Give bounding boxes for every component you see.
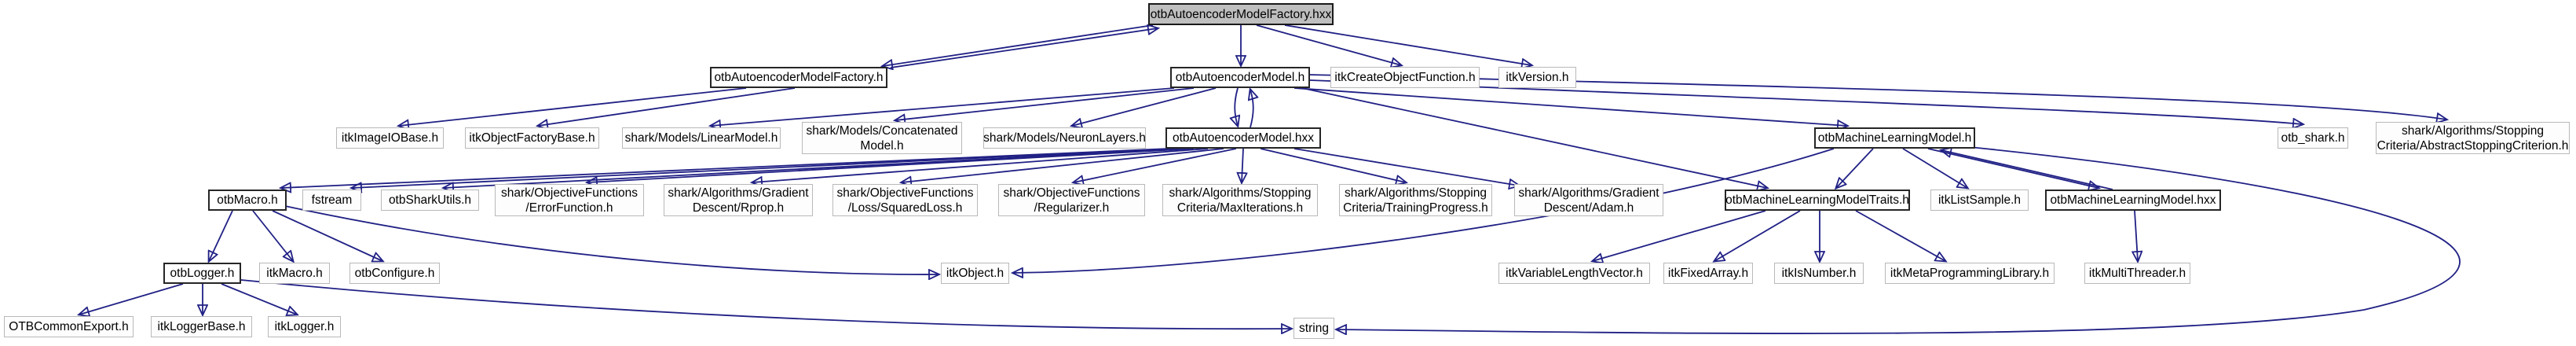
node-itkversion-h: itkVersion.h	[1498, 67, 1576, 88]
edge-traits-to-metaprog	[1855, 210, 1945, 261]
edge-mlmodelhxx-to-mlmodelh	[1941, 150, 2113, 190]
edge-factoryh-to-imageio	[399, 87, 747, 126]
node-itkfixedarray-h: itkFixedArray.h	[1663, 263, 1753, 284]
edge-modelh-to-modelhxx	[1235, 87, 1238, 126]
node-otbautoencodermodelfactory-h[interactable]: otbAutoencoderModelFactory.h	[710, 67, 887, 88]
node-shark-concatenatedmodel-h: shark/Models/Concatenated Model.h	[802, 122, 962, 154]
edge-modelhxx-to-rprop	[752, 148, 1209, 182]
edge-factoryhxx-to-createobj	[1256, 24, 1401, 65]
node-itkobject-h: itkObject.h	[941, 263, 1009, 284]
node-itkmacro-h: itkMacro.h	[259, 263, 330, 284]
node-otbconfigure-h: otbConfigure.h	[349, 263, 440, 284]
node-otb-shark-h: otb_shark.h	[2278, 127, 2348, 149]
node-otbmachinelearningmodel-h[interactable]: otbMachineLearningModel.h	[1814, 127, 1975, 149]
node-otbmachinelearningmodel-hxx[interactable]: otbMachineLearningModel.hxx	[2045, 190, 2221, 211]
node-otbmacro-h[interactable]: otbMacro.h	[208, 190, 287, 211]
node-itklogger-h: itkLogger.h	[268, 316, 341, 337]
edge-modelhxx-to-fstream	[352, 148, 1176, 188]
edge-traits-to-varlen	[1593, 210, 1766, 261]
edge-modelh-to-linear	[711, 87, 1175, 126]
edge-modelh-to-otbshark	[1309, 79, 2303, 124]
edge-modelh-to-mlmodelh	[1293, 87, 1847, 126]
node-shark-trainingprogress-h: shark/Algorithms/Stopping Criteria/Train…	[1339, 184, 1492, 216]
edge-otblogger-to-otbcommon	[79, 283, 184, 315]
edge-otbmacro-to-itkobject	[284, 205, 939, 274]
node-itkimageiobase-h: itkImageIOBase.h	[336, 127, 444, 149]
edge-otblogger-to-itklogger	[221, 283, 297, 315]
node-otbmachinelearningmodeltraits-h[interactable]: otbMachineLearningModelTraits.h	[1725, 190, 1910, 211]
edge-mlmodelh-to-traits	[1836, 148, 1874, 188]
edge-modelhxx-to-modelh	[1250, 90, 1253, 128]
node-itkmultithreader-h: itkMultiThreader.h	[2084, 263, 2190, 284]
node-shark-squaredloss-h: shark/ObjectiveFunctions /Loss/SquaredLo…	[832, 184, 978, 216]
node-itkobjectfactorybase-h: itkObjectFactoryBase.h	[465, 127, 599, 149]
edge-factoryh-to-factoryhxx	[890, 28, 1158, 68]
node-shark-rprop-h: shark/Algorithms/Gradient Descent/Rprop.…	[664, 184, 813, 216]
node-itklistsample-h: itkListSample.h	[1930, 190, 2029, 211]
edge-mlmodelh-to-itkobject	[1013, 148, 1835, 273]
edge-mlmodelh-to-mlmodelhxx	[1927, 148, 2098, 188]
edge-modelhxx-to-sharkutils	[444, 148, 1185, 188]
edge-mlmodelh-to-listsample	[1902, 148, 1967, 188]
node-otbautoencodermodel-h[interactable]: otbAutoencoderModel.h	[1170, 67, 1310, 88]
edge-modelhxx-to-adam	[1293, 148, 1519, 186]
node-otblogger-h[interactable]: otbLogger.h	[163, 263, 241, 284]
node-string: string	[1293, 318, 1334, 339]
node-otbautoencodermodel-hxx[interactable]: otbAutoencoderModel.hxx	[1165, 127, 1321, 149]
node-itkcreateobjectfunction-h: itkCreateObjectFunction.h	[1330, 67, 1480, 88]
edge-modelh-to-traits	[1301, 87, 1767, 188]
node-shark-regularizer-h: shark/ObjectiveFunctions /Regularizer.h	[998, 184, 1145, 216]
node-shark-adam-h: shark/Algorithms/Gradient Descent/Adam.h	[1514, 184, 1663, 216]
edge-factoryh-to-objfactory	[538, 87, 796, 126]
edge-modelhxx-to-maxiter	[1242, 148, 1243, 182]
edge-traits-to-fixedarray	[1714, 210, 1801, 261]
node-otbcommonexport-h: OTBCommonExport.h	[4, 316, 134, 337]
node-shark-errorfunction-h: shark/ObjectiveFunctions /ErrorFunction.…	[495, 184, 644, 216]
edge-otbmacro-to-otbconfigure	[272, 210, 382, 261]
node-shark-abstractstoppingcriterion-h: shark/Algorithms/Stopping Criteria/Abstr…	[2376, 122, 2570, 154]
node-itkisnumber-h: itkIsNumber.h	[1774, 263, 1864, 284]
node-otbautoencodermodelfactory-hxx: otbAutoencoderModelFactory.hxx	[1148, 3, 1334, 25]
edge-mlmodelhxx-to-multithreader	[2135, 210, 2138, 261]
edge-mlmodelh-to-string	[1337, 146, 2461, 333]
edge-otblogger-to-string	[240, 279, 1291, 329]
edge-modelh-to-abstract	[1309, 74, 2446, 120]
edge-modelhxx-to-regularizer	[1074, 148, 1237, 182]
node-shark-maxiterations-h: shark/Algorithms/Stopping Criteria/MaxIt…	[1162, 184, 1318, 216]
node-itkmetaprogramminglibrary-h: itkMetaProgrammingLibrary.h	[1885, 263, 2055, 284]
edge-modelhxx-to-otbmacro	[281, 148, 1169, 188]
node-shark-linearmodel-h: shark/Models/LinearModel.h	[622, 127, 781, 149]
edge-factoryhxx-to-version	[1284, 24, 1531, 65]
edge-modelhxx-to-errorfunc	[587, 148, 1195, 182]
node-otbsharkutils-h: otbSharkUtils.h	[381, 190, 479, 211]
edge-otbmacro-to-itkmacro	[252, 210, 293, 261]
edge-modelh-to-neuron	[1072, 87, 1217, 126]
node-itkvariablelengthvector-h: itkVariableLengthVector.h	[1498, 263, 1650, 284]
edge-modelhxx-to-squaredloss	[902, 148, 1224, 182]
edge-modelhxx-to-trainprog	[1260, 148, 1406, 182]
edge-otbmacro-to-otblogger	[209, 210, 233, 261]
edge-factoryhxx-to-factoryh	[883, 24, 1154, 66]
node-fstream: fstream	[302, 190, 361, 211]
node-shark-neuronlayers-h: shark/Models/NeuronLayers.h	[983, 127, 1146, 149]
node-itkloggerbase-h: itkLoggerBase.h	[151, 316, 252, 337]
edge-modelh-to-concat	[895, 87, 1195, 120]
